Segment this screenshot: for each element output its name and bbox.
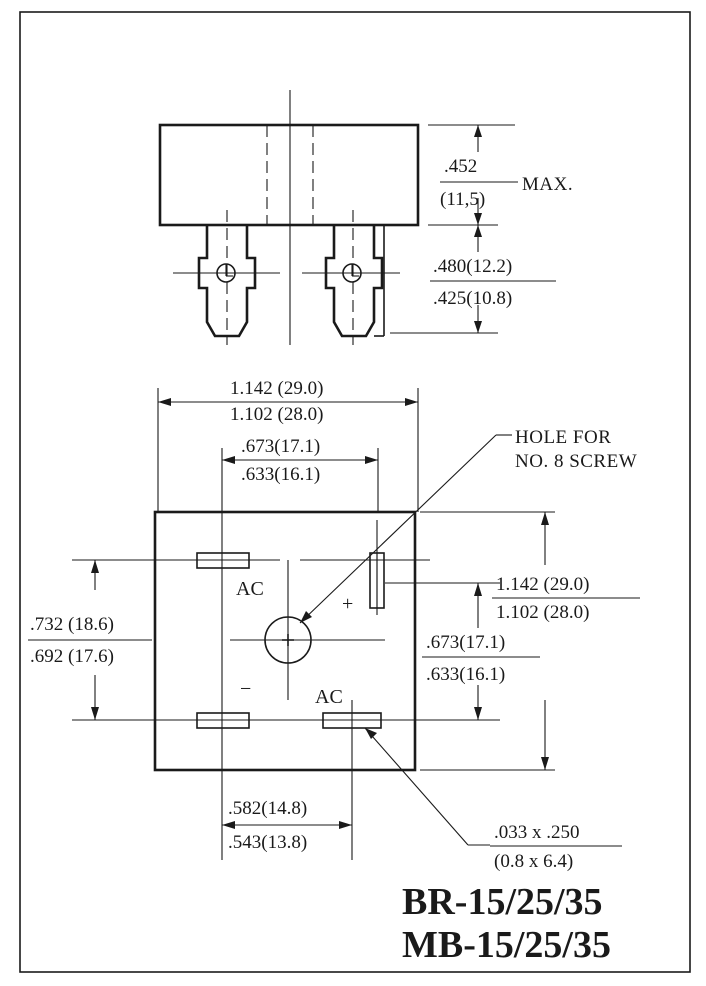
side-view-body [158,123,420,227]
terminal-spacing-y-denominator: .633(16.1) [426,664,505,685]
top-view-body [153,510,417,772]
pin-label-minus: − [240,678,251,700]
terminal-length-numerator: .480(12.2) [433,256,512,277]
overall-height-denominator: 1.102 (28.0) [496,602,589,623]
side-view-right-terminal [324,225,384,338]
left-spacing-numerator: .732 (18.6) [30,614,114,635]
terminal-spacing-y-numerator: .673(17.1) [426,632,505,653]
overall-width-numerator: 1.142 (29.0) [230,378,323,399]
overall-width-denominator: 1.102 (28.0) [230,404,323,425]
side-view: .452 (11,5) MAX. .480(12.2) .425(10.8) [158,90,573,345]
height-max-suffix: MAX. [522,174,573,195]
terminal-spacing-x-denominator: .633(16.1) [241,464,320,485]
height-max-denominator: (11,5) [440,189,485,210]
terminal-length-denominator: .425(10.8) [433,288,512,309]
hole-note-line1: HOLE FOR [515,427,611,448]
bottom-spacing-numerator: .582(14.8) [228,798,307,819]
hole-note-line2: NO. 8 SCREW [515,451,637,472]
terminal-size-denominator: (0.8 x 6.4) [494,851,573,872]
drawing-frame [19,11,691,973]
height-max-numerator: .452 [444,156,477,177]
terminal-spacing-x-numerator: .673(17.1) [241,436,320,457]
top-view: 1.142 (29.0) 1.102 (28.0) .673(17.1) .63… [28,378,640,872]
model-designation-line1: BR-15/25/35 [402,881,603,923]
terminal-size-numerator: .033 x .250 [494,822,580,843]
model-designation-line2: MB-15/25/35 [402,924,611,966]
pin-label-ac-top: AC [236,578,264,600]
overall-height-numerator: 1.142 (29.0) [496,574,589,595]
pin-label-plus: + [342,593,353,615]
bottom-spacing-denominator: .543(13.8) [228,832,307,853]
pin-label-ac-bottom: AC [315,686,343,708]
left-spacing-denominator: .692 (17.6) [30,646,114,667]
